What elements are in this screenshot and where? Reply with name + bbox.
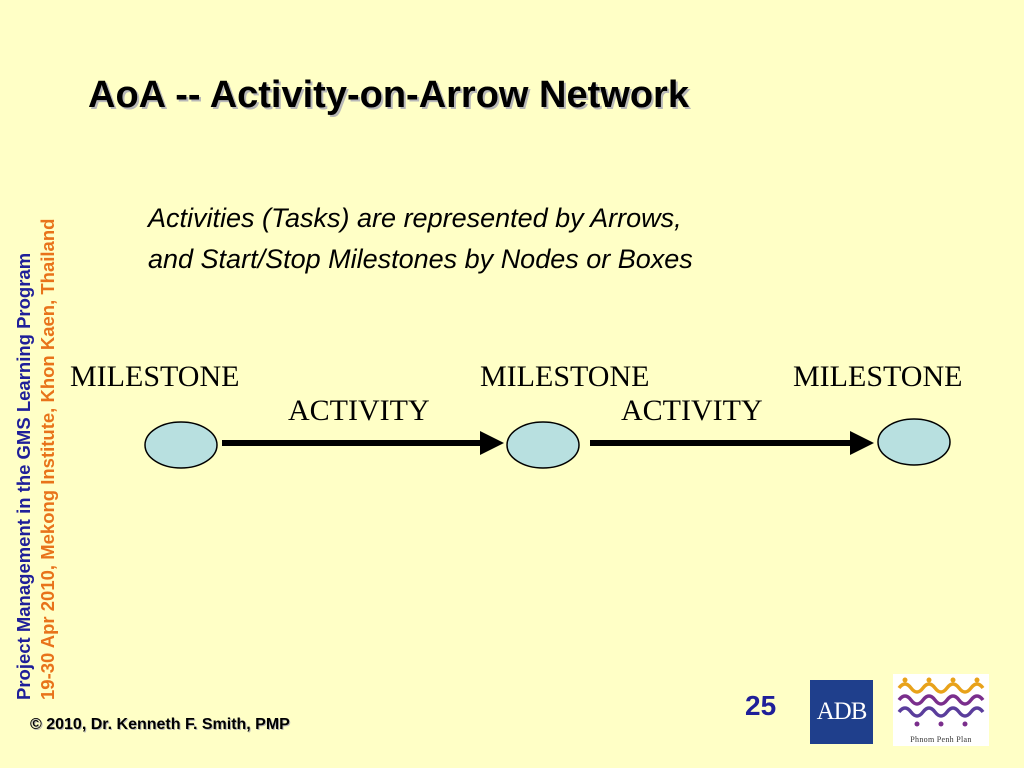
milestone-label-3: MILESTONE xyxy=(793,360,963,393)
milestone-node-1 xyxy=(144,421,218,469)
wave-figures-icon xyxy=(897,677,985,727)
milestone-label-2: MILESTONE xyxy=(480,360,650,393)
ppp-logo-text: Phnom Penh Plan xyxy=(910,735,972,744)
adb-logo: ADB xyxy=(810,680,873,744)
description-line-2: and Start/Stop Milestones by Nodes or Bo… xyxy=(148,244,693,274)
phnom-penh-plan-logo: Phnom Penh Plan xyxy=(893,674,989,746)
activity-label-1: ACTIVITY xyxy=(288,394,430,427)
description-line-1: Activities (Tasks) are represented by Ar… xyxy=(148,203,682,233)
description: Activities (Tasks) are represented by Ar… xyxy=(148,198,693,280)
milestone-label-1: MILESTONE xyxy=(70,360,240,393)
milestone-node-3 xyxy=(877,418,951,466)
milestone-node-2 xyxy=(506,421,580,469)
slide-title: AoA -- Activity-on-Arrow Network xyxy=(88,74,689,116)
copyright-notice: © 2010, Dr. Kenneth F. Smith, PMP xyxy=(30,716,290,733)
activity-label-2: ACTIVITY xyxy=(621,394,763,427)
page-number: 25 xyxy=(745,690,777,721)
